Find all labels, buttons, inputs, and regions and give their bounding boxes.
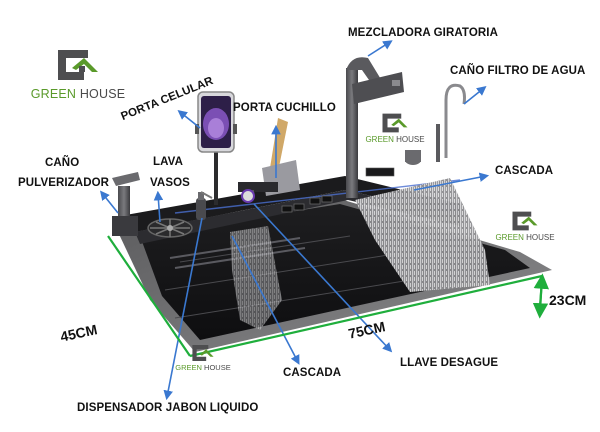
green-house-logo-icon [382, 113, 408, 133]
brand-logo: GREEN HOUSE [28, 48, 128, 101]
pull-out-sprayer [112, 172, 140, 236]
temperature-display [365, 167, 395, 177]
label-mezcladora-giratoria: MEZCLADORA GIRATORIA [348, 27, 499, 39]
waterfall-right [355, 178, 490, 292]
label-cascada-bottom: CASCADA [283, 367, 342, 379]
water-filter-faucet [405, 83, 466, 165]
label-cascada-right: CASCADA [495, 165, 554, 177]
dimension-height: 23CM [549, 292, 587, 308]
knife-holder [238, 118, 300, 196]
green-house-logo-icon [58, 50, 98, 80]
soap-dispenser [196, 191, 213, 220]
label-porta-cuchillo: PORTA CUCHILLO [233, 102, 336, 114]
watermark-logo: GREEN HOUSE [168, 344, 238, 372]
label-cano-pulverizador-line1: CAÑO [45, 157, 80, 169]
waterfall-left [230, 226, 282, 330]
green-house-logo-icon [192, 345, 214, 361]
watermark-logo: GREEN HOUSE [490, 210, 560, 242]
green-house-logo-icon [512, 211, 538, 231]
label-lava-vasos-line1: LAVA [153, 156, 183, 168]
dimension-lines [107, 235, 550, 358]
label-lava-vasos-line2: VASOS [150, 177, 190, 189]
label-llave-desague: LLAVE DESAGUE [400, 357, 499, 369]
glass-rinser [147, 218, 193, 238]
drain-control-buttons [241, 189, 333, 213]
phone-holder [195, 91, 237, 205]
brand-name: GREEN HOUSE [30, 87, 126, 101]
rotating-mixer-faucet [346, 57, 404, 198]
label-cano-pulverizador-line2: PULVERIZADOR [18, 177, 110, 189]
watermark-logo: GREEN HOUSE [360, 112, 430, 144]
annotation-arrows [100, 40, 490, 401]
label-cano-filtro-agua: CAÑO FILTRO DE AGUA [450, 65, 586, 77]
label-dispensador-jabon: DISPENSADOR JABON LIQUIDO [77, 402, 259, 414]
